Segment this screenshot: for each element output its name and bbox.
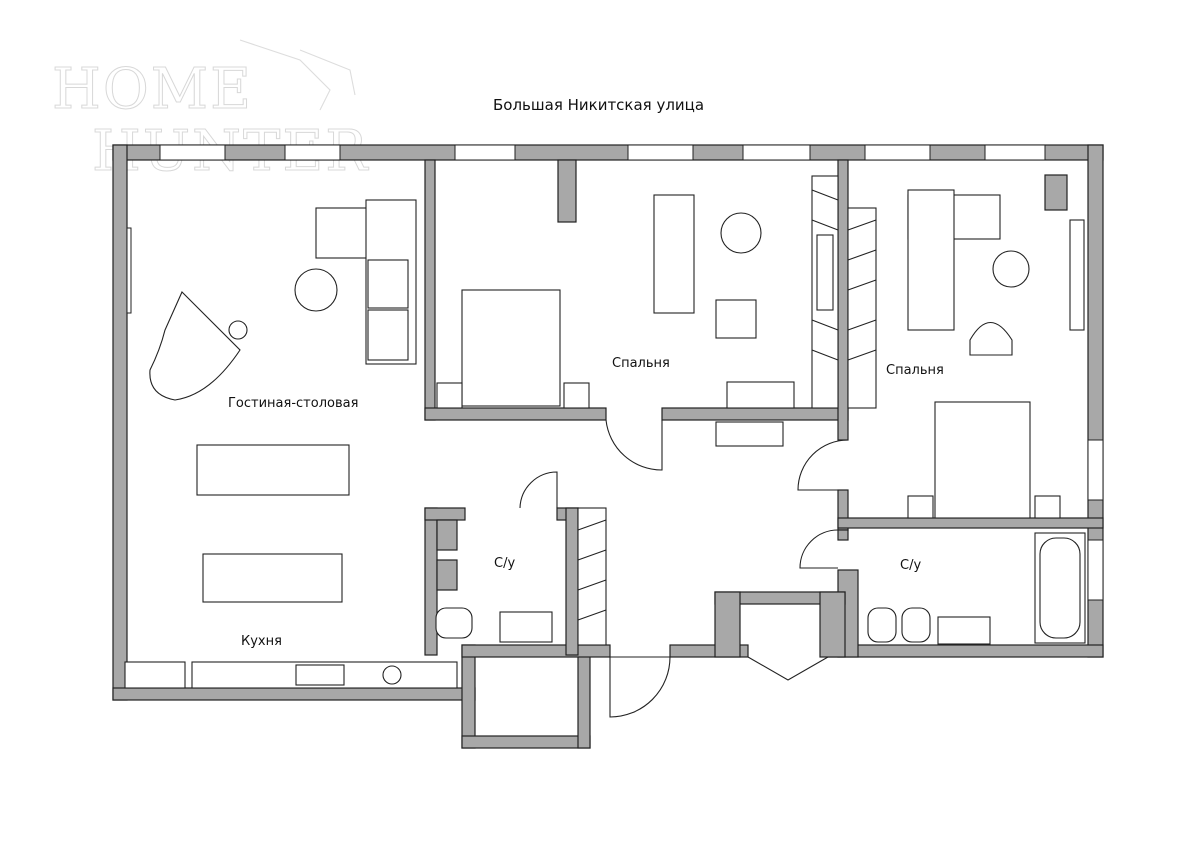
piano-icon <box>149 291 241 401</box>
logo-line1: HOME <box>52 57 253 122</box>
eagle-icon <box>239 39 356 111</box>
wardrobes <box>577 175 877 646</box>
living-furniture <box>124 199 458 689</box>
label-bedroom1: Спальня <box>612 356 670 371</box>
home-hunter-logo: HOME HUNTER <box>52 39 368 185</box>
label-kitchen: Кухня <box>241 634 282 649</box>
label-bedroom2: Спальня <box>886 363 944 378</box>
bathroom-fixtures <box>435 532 1086 645</box>
label-bath2: С/у <box>900 558 921 573</box>
bedroom1-furniture <box>436 194 795 447</box>
doors <box>519 419 849 718</box>
street-name: Большая Никитская улица <box>493 96 704 114</box>
walls <box>112 144 1104 749</box>
label-bath1: С/у <box>494 556 515 571</box>
label-living: Гостиная-столовая <box>228 396 358 411</box>
bedroom2-furniture <box>907 189 1085 519</box>
